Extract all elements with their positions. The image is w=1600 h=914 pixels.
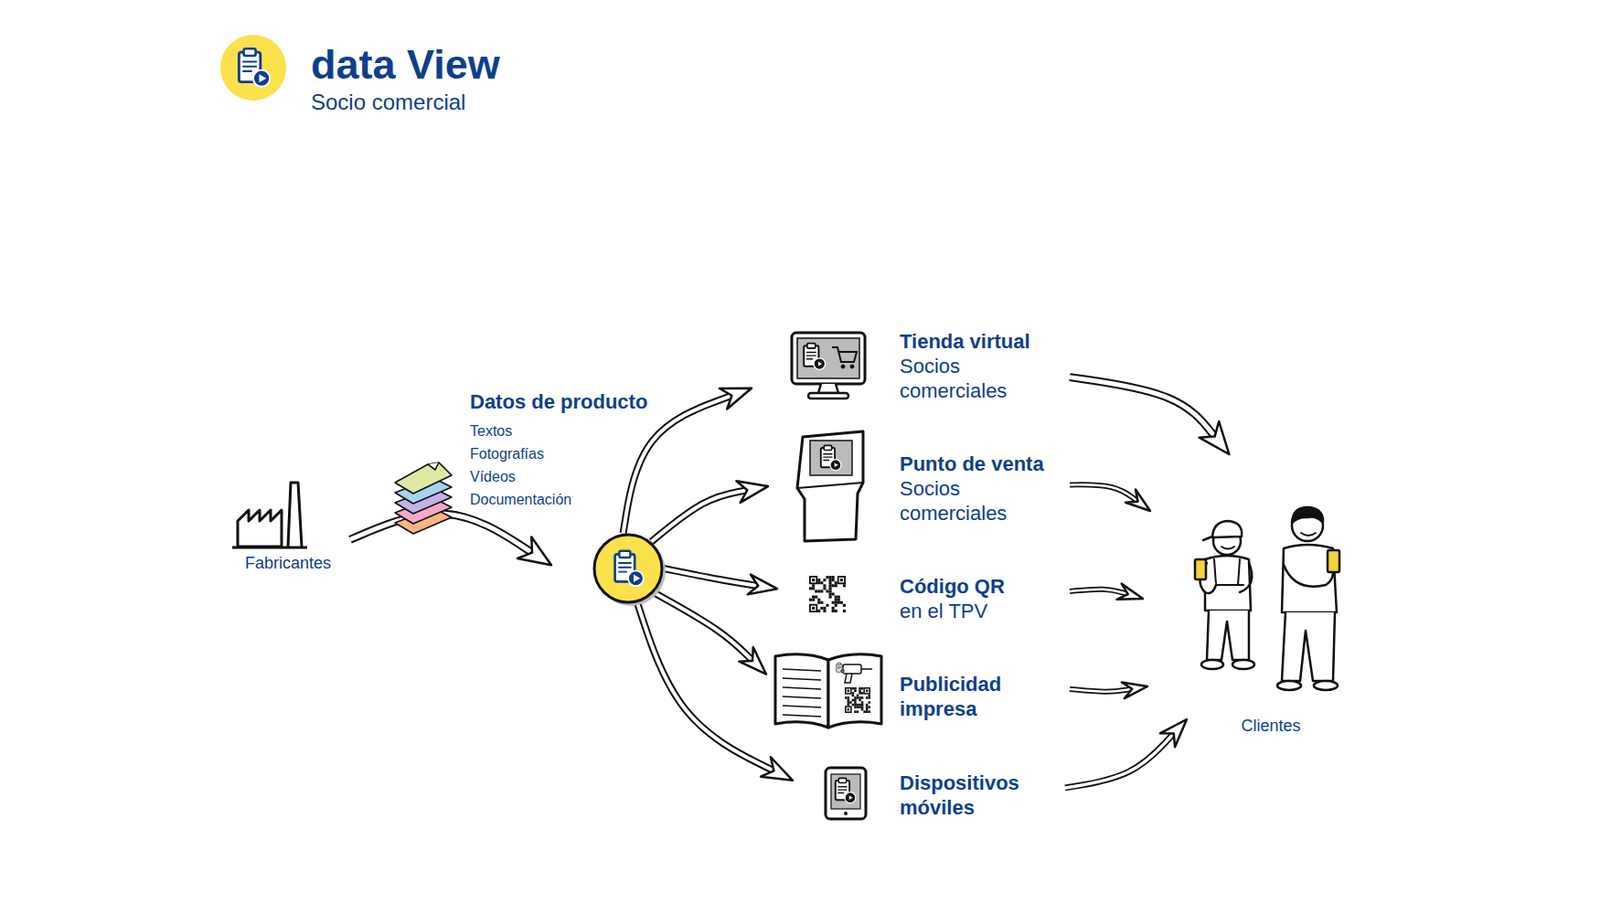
arrow-fill [654,593,752,661]
channel-node: Dispositivos móviles [768,770,1061,821]
node-heading: Clientes [1184,715,1358,736]
hub-icon [594,534,666,607]
arrow-fill [1065,735,1173,789]
clients-node: Clientes [1184,461,1358,736]
node-heading: Tienda virtual [899,329,1061,354]
node-heading: Datos de producto [469,389,690,415]
arrow-head [760,757,793,781]
arrow-fill [623,395,731,534]
arrow-outline [663,568,757,587]
qr-code [809,576,846,613]
arrow-fill [1069,484,1137,501]
list-item: Fotografías [469,442,690,466]
node-heading: Punto de venta [899,451,1061,477]
arrow-outline [637,603,773,771]
arrow-fill [637,603,773,771]
flow-arrow [637,603,793,781]
flow-arrow [1069,584,1143,600]
arrow-head [1125,489,1151,512]
arrow-head [1121,682,1148,699]
arrow-head [517,537,552,566]
arrow-head [747,575,778,596]
node-heading: Dispositivos móviles [899,770,1061,821]
arrow-outline [1065,735,1173,789]
flow-arrow [1069,682,1148,699]
arrow-head [738,647,767,675]
list-item: Textos [469,419,690,443]
arrow-head [719,388,752,410]
factory-icon [232,482,308,548]
flow-arrow [1069,484,1151,512]
arrow-head [736,480,768,503]
arrow-outline [1069,377,1214,436]
channel-node: Tienda virtualSocios comerciales [768,329,1061,404]
client-figures [1194,507,1340,691]
flow-arrow [651,480,768,542]
arrow-outline [651,490,747,543]
arrow-fill [1069,377,1214,436]
flow-arrow [1069,377,1229,455]
arrow-outline [623,395,731,534]
arrow-fill [1069,589,1127,595]
channel-node: Código QRen el TPV [768,574,1061,624]
logo-icon [220,34,287,101]
arrow-outline [1069,689,1131,693]
factory-node: Fabricantes [233,480,343,574]
list-item: Documentación [469,488,690,512]
arrow-fill [663,568,757,587]
arrow-head [1117,584,1143,600]
node-heading: Publicidad impresa [899,672,1061,722]
arrow-fill [651,490,747,543]
arrow-outline [1069,484,1137,501]
channel-node: Publicidad impresa [768,672,1061,722]
node-body: Socios comerciales [899,353,1061,404]
arrow-fill [1069,689,1131,693]
arrow-head [1198,421,1229,455]
flow-arrow [350,513,552,566]
hub-node: Datos de productoTextosFotografíasVídeos… [594,534,662,603]
flow-arrow [1065,719,1187,789]
kiosk-icon [797,431,864,542]
arrow-outline [654,593,752,661]
subtitle: Socio comercial [310,88,466,117]
node-body: Socios comerciales [899,476,1061,526]
flow-arrow [663,568,778,595]
title: data View [310,40,501,90]
channel-node: Punto de ventaSocios comerciales [768,451,1061,526]
node-heading: Fabricantes [233,553,343,574]
node-body: en el TPV [899,598,1061,624]
document-stack [394,462,452,534]
book-icon [775,654,882,728]
list-item: Vídeos [469,465,690,489]
qr-code [844,687,871,714]
flow-arrow [654,593,767,675]
arrow-outline [1069,589,1127,595]
monitor-icon [791,332,865,399]
product-data-block: Datos de productoTextosFotografíasVídeos… [469,389,690,512]
arrow-head [1160,719,1187,747]
node-heading: Código QR [899,574,1061,599]
tablet-icon [825,768,866,820]
